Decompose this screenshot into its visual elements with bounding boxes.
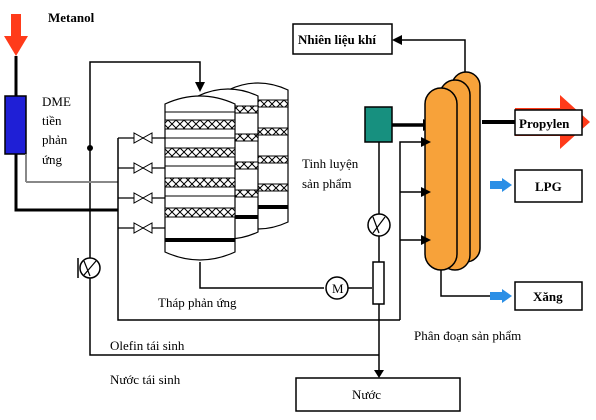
xang-box: [514, 281, 583, 311]
olefin-recycle-line: [117, 228, 400, 321]
dme-label-line2: tiền: [42, 113, 62, 128]
lpg-arrow: [490, 181, 502, 189]
valve-2: [118, 162, 165, 174]
water-box: [295, 377, 461, 412]
olefin-recycle-label: Olefin tái sinh: [110, 338, 185, 353]
reactor-outlet-line: [199, 262, 324, 289]
exchanger-rect: [372, 261, 385, 305]
lpg-label: LPG: [535, 179, 562, 194]
compressor-icon: [367, 213, 391, 237]
top-recycle-line: [89, 61, 201, 210]
fuel-gas-line: [398, 39, 466, 72]
fuel-gas-label: Nhiên liệu khí: [298, 32, 376, 47]
propylene-box: [514, 109, 583, 136]
fuel-gas-box: [292, 23, 393, 55]
valve-1: [118, 132, 165, 144]
dme-label-line1: DME: [42, 94, 71, 109]
recycle-compressor-icon: [77, 257, 101, 279]
svg-text:M: M: [332, 281, 344, 296]
product-refining-unit: [364, 106, 393, 143]
column-return-lines: [399, 141, 425, 320]
xang-label: Xăng: [533, 289, 563, 304]
dme-label-line3: phản: [42, 132, 68, 147]
methanol-label: Metanol: [48, 10, 95, 25]
propylene-label: Propylen: [519, 116, 570, 131]
lpg-box: [514, 169, 583, 203]
water-label: Nước: [352, 387, 381, 402]
dme-label-line4: ứng: [42, 152, 63, 167]
water-recycle-label: Nước tái sinh: [110, 372, 181, 387]
xang-arrow: [490, 292, 502, 300]
fractionation-column-front: [424, 87, 458, 271]
dme-outlet-line: [14, 154, 118, 212]
methanol-feed-arrow: [4, 14, 28, 56]
pump-motor-m: M: [325, 276, 349, 300]
valve-3: [118, 192, 165, 204]
dme-prereactor: [4, 95, 27, 155]
reactor-column-front: [164, 95, 236, 261]
refining-label-line2: sản phẩm: [302, 176, 351, 191]
reactor-label: Tháp phản ứng: [158, 295, 237, 310]
valve-4: [118, 222, 165, 234]
fractionation-label: Phân đoạn sản phẩm: [414, 328, 521, 343]
refining-label-line1: Tinh luyện: [302, 156, 359, 171]
